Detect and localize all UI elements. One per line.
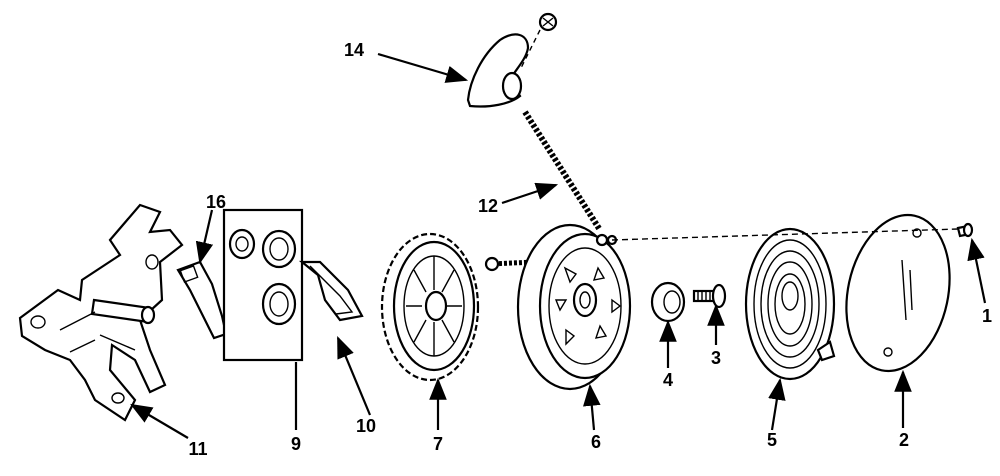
leader-lines <box>130 52 987 439</box>
gear-part <box>380 232 480 382</box>
cover-part <box>845 213 951 373</box>
bushing-part <box>650 281 686 323</box>
starter-rope-part <box>484 110 603 272</box>
callout-7: 7 <box>433 434 443 454</box>
callout-11: 11 <box>188 439 207 459</box>
small-screw-part <box>956 222 974 238</box>
callout-14: 14 <box>344 40 364 60</box>
callout-9: 9 <box>291 434 301 454</box>
mounting-bracket-part <box>18 203 184 422</box>
callout-12: 12 <box>478 196 498 216</box>
callout-5: 5 <box>767 430 777 450</box>
starter-handle-part <box>466 12 558 108</box>
assembly-centerline <box>611 228 959 241</box>
callout-2: 2 <box>899 430 909 450</box>
screw-part <box>692 283 727 309</box>
callout-1: 1 <box>982 306 992 326</box>
pawl-part <box>176 260 228 340</box>
spring-clip-part <box>298 260 364 322</box>
callout-16: 16 <box>206 192 226 212</box>
callout-4: 4 <box>663 370 673 390</box>
mounting-plate-part <box>222 208 304 362</box>
callout-3: 3 <box>711 348 721 368</box>
pulley-part <box>516 223 632 391</box>
recoil-spring-part <box>744 227 836 381</box>
callout-6: 6 <box>591 432 601 452</box>
callout-10: 10 <box>356 416 376 436</box>
